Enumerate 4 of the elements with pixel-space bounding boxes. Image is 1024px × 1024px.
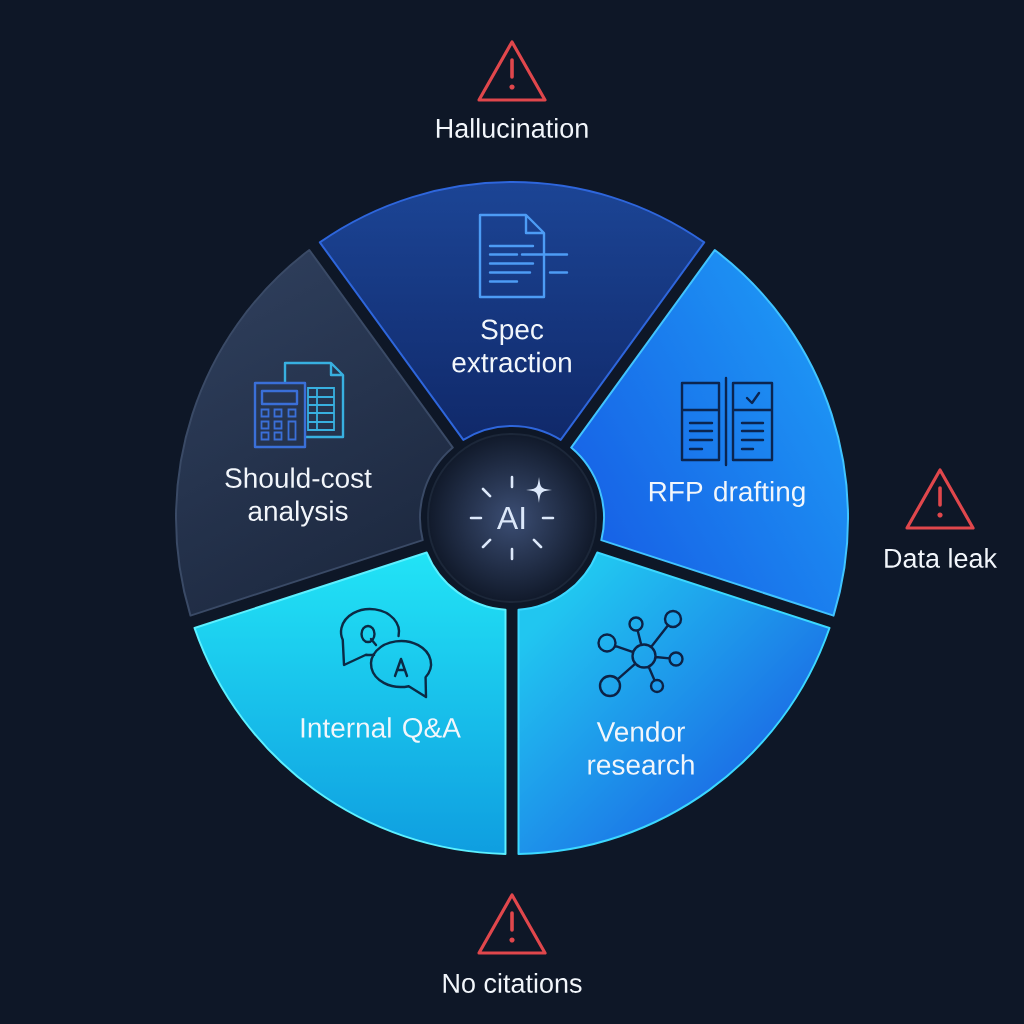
wheel-segment: RFP drafting	[570, 249, 849, 617]
risk-label: Data leak	[885, 548, 998, 568]
wheel-segment: Vendor research	[517, 551, 831, 855]
risk-label: No citations	[443, 973, 582, 993]
